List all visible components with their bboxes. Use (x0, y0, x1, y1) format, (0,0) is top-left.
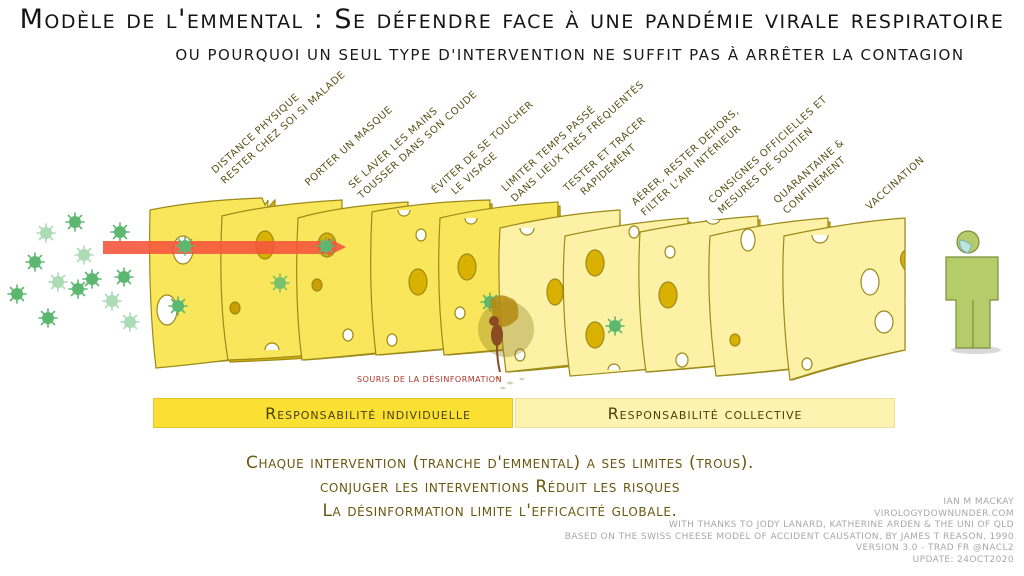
summary-line-1: Chaque intervention (tranche d'emmental)… (245, 453, 755, 473)
summary-line-3: La désinformation limite l'efficacité gl… (322, 501, 678, 521)
slice-10 (782, 217, 906, 381)
mouse-label: Souris de la désinformation (357, 375, 503, 384)
person-icon (945, 230, 1001, 354)
page-subtitle: ou pourquoi un seul type d'intervention … (175, 46, 965, 64)
mask-icon (959, 239, 973, 254)
credit-thanks: with thanks to Jody Lanard, Katherine Ar… (668, 520, 1014, 530)
summary-line-2: conjuger les interventions Réduit les ri… (319, 477, 681, 497)
page-title: Modèle de l'emmental : Se défendre face … (19, 4, 1005, 35)
credit-source: Based on the Swiss cheese model of accid… (564, 531, 1014, 542)
crumbs (495, 376, 525, 390)
virus-cloud-icon (7, 212, 140, 332)
misinformation-mouse-icon (478, 295, 534, 373)
credits: Ian M Mackay virologydownunder.com with … (565, 497, 1014, 566)
band-collective-responsibility: Responsabilité collective (515, 398, 895, 428)
credit-website: virologydownunder.com (874, 508, 1014, 519)
credit-update: update: 24oct2020 (912, 554, 1014, 565)
summary-text: Chaque intervention (tranche d'emmental)… (150, 451, 850, 523)
credit-version: version 3.0 - trad fr @nacl2 (855, 543, 1014, 553)
credit-author: Ian M Mackay (943, 497, 1014, 507)
band-individual-responsibility: Responsabilité individuelle (153, 398, 513, 428)
